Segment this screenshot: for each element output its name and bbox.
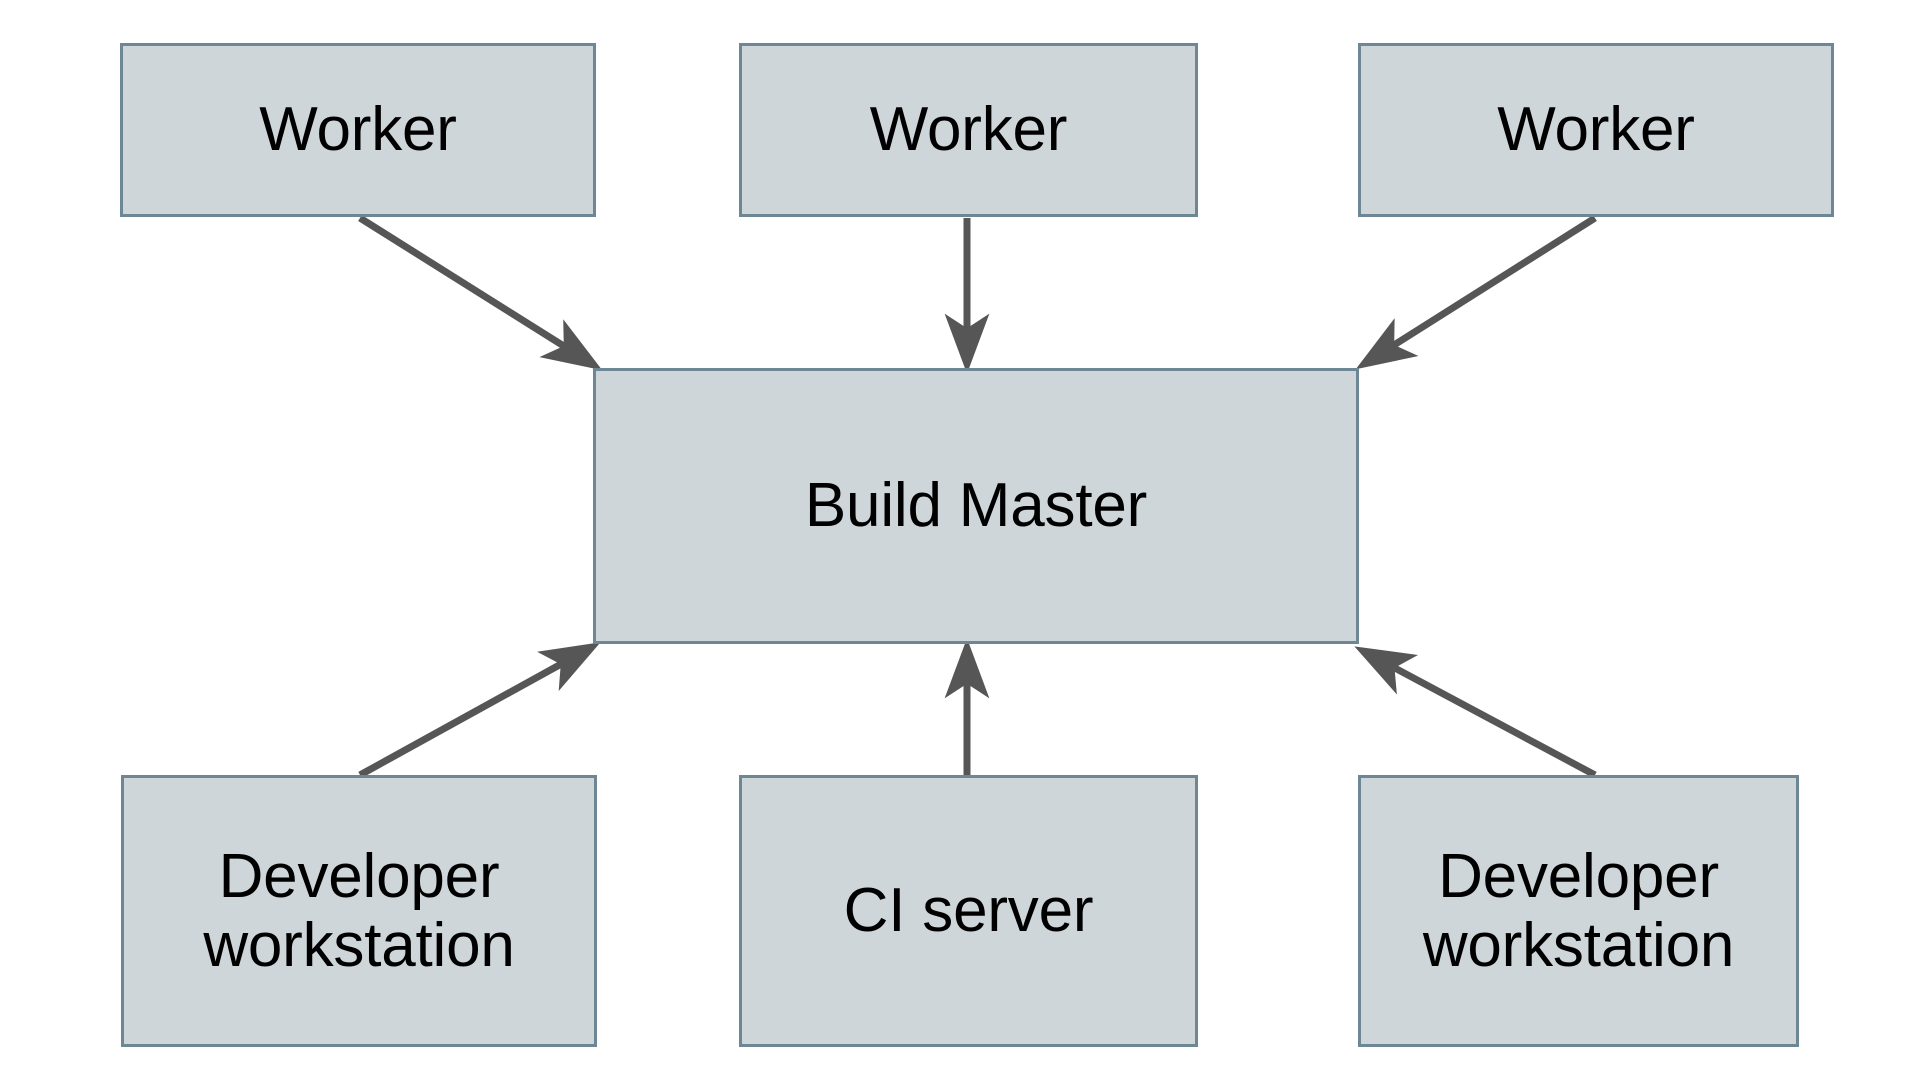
node-worker-2-label: Worker xyxy=(869,95,1068,165)
node-developer-workstation-left[interactable]: Developer workstation xyxy=(121,775,597,1047)
node-developer-workstation-left-label: Developer workstation xyxy=(203,841,515,980)
node-ci-server[interactable]: CI server xyxy=(739,775,1198,1047)
node-developer-workstation-right-label: Developer workstation xyxy=(1422,841,1735,980)
edge-devleft-to-master xyxy=(358,642,601,779)
node-worker-1-label: Worker xyxy=(259,95,457,165)
edge-worker1-to-master xyxy=(358,215,603,371)
edge-worker3-to-master xyxy=(1355,215,1597,370)
edge-devright-to-master xyxy=(1354,646,1597,779)
node-worker-1[interactable]: Worker xyxy=(120,43,596,217)
node-worker-2[interactable]: Worker xyxy=(739,43,1198,217)
node-build-master-label: Build Master xyxy=(804,471,1148,541)
node-developer-workstation-right[interactable]: Developer workstation xyxy=(1358,775,1799,1047)
node-ci-server-label: CI server xyxy=(843,876,1094,946)
node-build-master[interactable]: Build Master xyxy=(593,368,1359,644)
node-worker-3-label: Worker xyxy=(1497,95,1695,165)
node-worker-3[interactable]: Worker xyxy=(1358,43,1834,217)
